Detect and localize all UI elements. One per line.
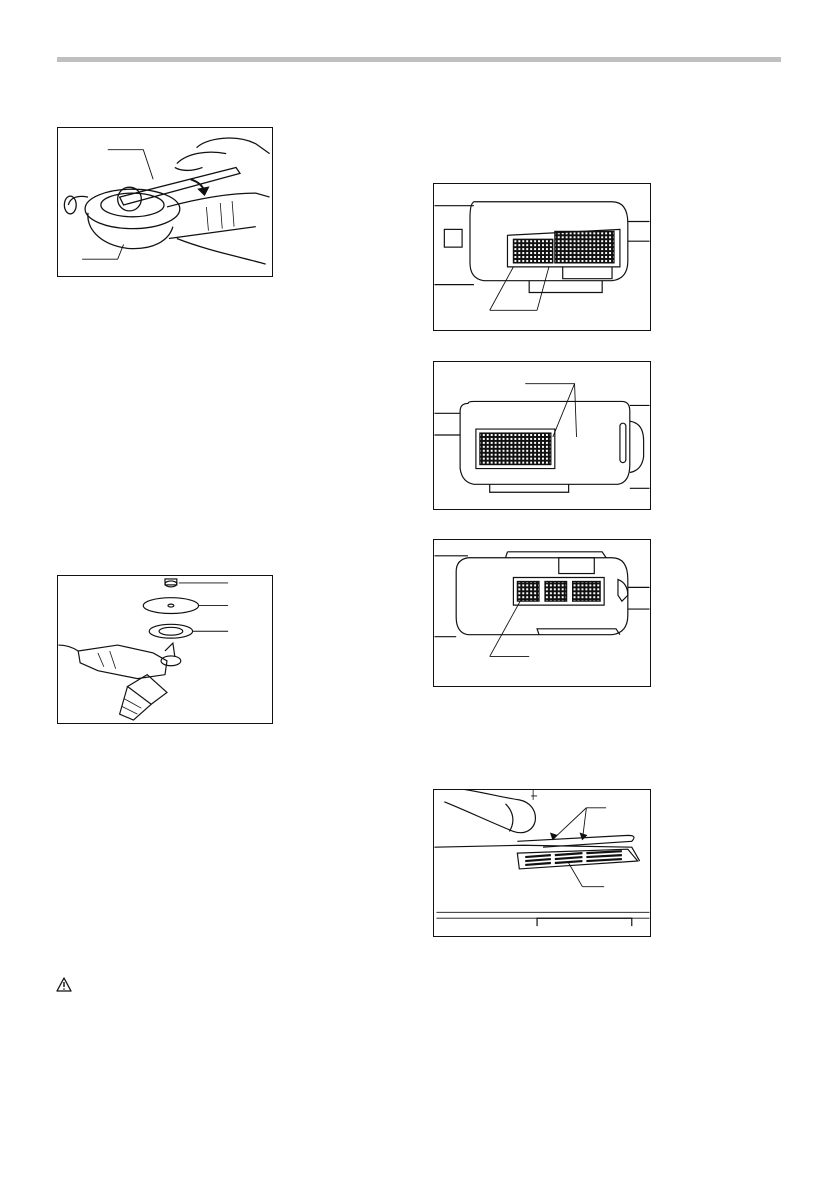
wheel-mounting-illustration <box>58 576 272 723</box>
warning-triangle-icon <box>56 977 72 992</box>
header-rule <box>57 57 781 62</box>
vent-figure-3 <box>433 539 651 687</box>
vent-figure-1 <box>433 183 651 331</box>
dust-cover-removal-figure <box>433 789 651 937</box>
wheel-mounting-figure <box>57 575 273 724</box>
wrench-flange-figure <box>57 127 273 277</box>
dust-cover-illustration <box>434 790 650 936</box>
vent-figure-2 <box>433 361 651 510</box>
wrench-illustration <box>58 128 272 276</box>
vent-illustration-1 <box>434 184 650 330</box>
vent-illustration-3 <box>434 540 650 686</box>
vent-illustration-2 <box>434 362 650 509</box>
